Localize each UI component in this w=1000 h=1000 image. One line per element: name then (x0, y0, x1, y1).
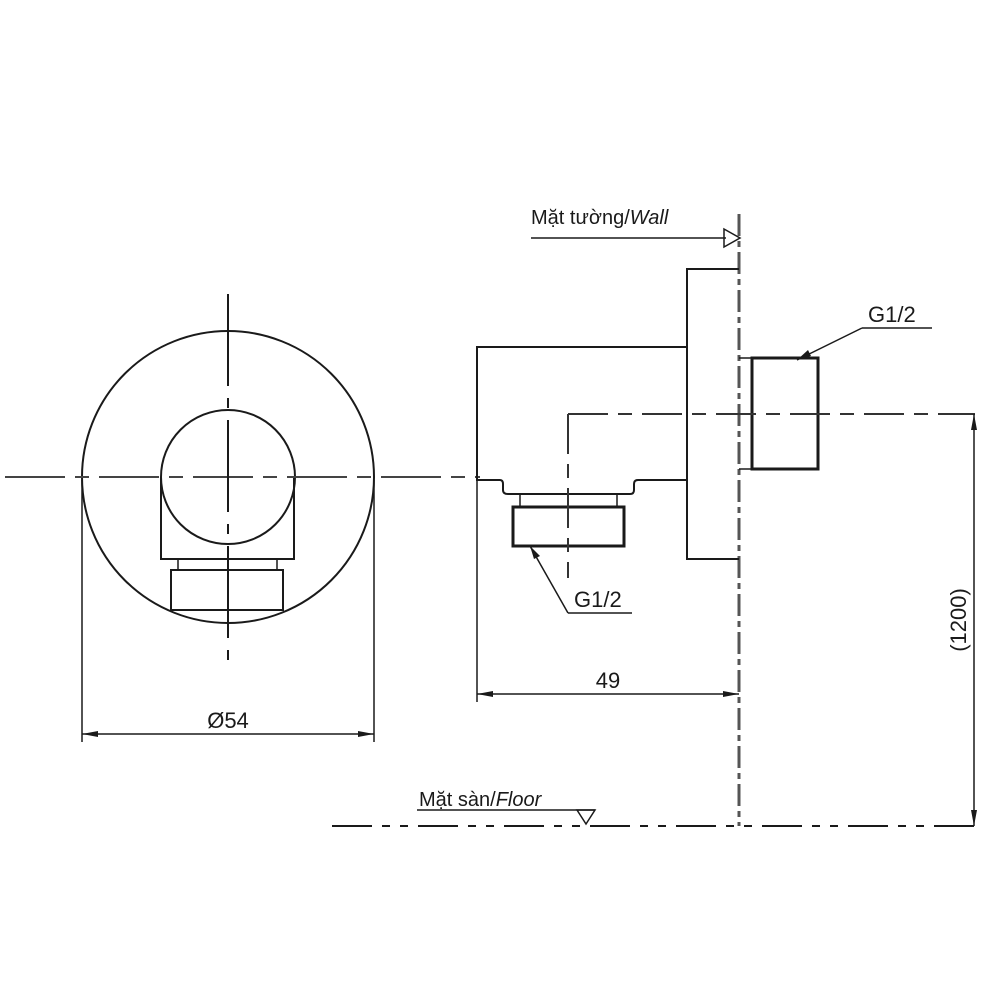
wall-marker-triangle (723, 227, 742, 249)
side-view: Mặt tường/Wall G1/2 G1/2 49 (332, 207, 977, 827)
dimension-height: (1200) (946, 588, 971, 652)
neck (177, 559, 278, 570)
front-view: Ø54 (5, 294, 480, 742)
depth-arrow-left (477, 691, 493, 697)
thread-top-arrow (797, 350, 811, 360)
elbow-body (476, 346, 687, 495)
height-arrow-top (971, 414, 977, 430)
height-arrow-bottom (971, 810, 977, 826)
dimension-diameter: Ø54 (207, 708, 249, 733)
dia-arrow-right (358, 731, 374, 737)
flange-plate (686, 268, 739, 560)
thread-bottom-arrow (530, 546, 540, 559)
dimension-depth: 49 (596, 668, 620, 693)
floor-label: Mặt sàn/Floor (419, 789, 543, 811)
depth-arrow-right (723, 691, 739, 697)
floor-marker-triangle (575, 809, 597, 826)
wall-label: Mặt tường/Wall (531, 207, 669, 229)
outlet-neck (519, 494, 618, 507)
dia-arrow-left (82, 731, 98, 737)
thread-top-label: G1/2 (868, 302, 916, 327)
thread-bottom-label: G1/2 (574, 587, 622, 612)
